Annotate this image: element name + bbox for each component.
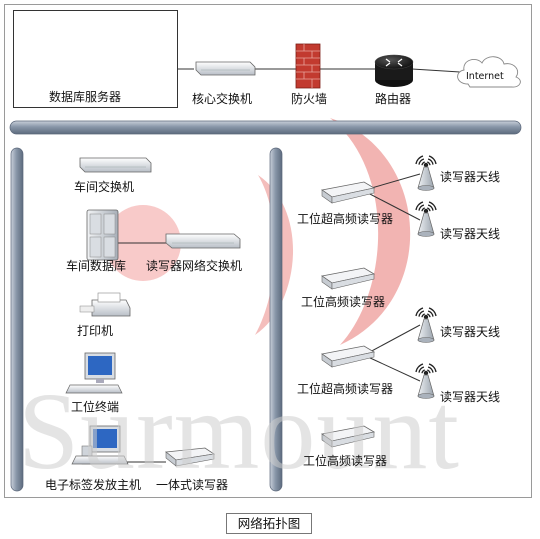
uhf-reader-1-label: 工位超高频读写器 — [297, 212, 394, 226]
internet-cloud-icon — [457, 56, 521, 88]
core-switch-label: 核心交换机 — [192, 92, 253, 106]
reader-switch-label: 读写器网络交换机 — [146, 259, 243, 273]
left-bus — [10, 147, 24, 492]
hf-reader-1-icon — [320, 267, 376, 290]
uhf-reader-1-icon — [320, 181, 376, 204]
uhf-reader-2-icon — [320, 345, 376, 368]
router-icon — [374, 54, 414, 87]
terminal-label: 工位终端 — [71, 400, 120, 414]
workshop-db-label: 车间数据库 — [66, 259, 127, 273]
router-label: 路由器 — [375, 92, 412, 106]
internet-label: Internet — [466, 71, 504, 82]
antenna-3-label: 读写器天线 — [440, 325, 501, 339]
antenna-2-icon — [415, 201, 437, 237]
workshop-switch-label: 车间交换机 — [74, 180, 135, 194]
hf-reader-1-label: 工位高频读写器 — [301, 295, 386, 309]
watermark-text: Surmount — [18, 370, 460, 492]
workshop-switch-icon — [79, 157, 152, 173]
reader-switch-icon — [165, 233, 241, 249]
watermark-red-shapes — [105, 118, 411, 345]
antenna-4-label: 读写器天线 — [440, 390, 501, 404]
firewall-label: 防火墙 — [291, 92, 328, 106]
uhf-reader-2-label: 工位超高频读写器 — [297, 382, 394, 396]
antenna-links — [367, 173, 421, 382]
diagram-caption: 网络拓扑图 — [226, 513, 312, 534]
issuer-host-label: 电子标签发放主机 — [45, 478, 142, 492]
antennas — [415, 155, 437, 399]
antenna-1-label: 读写器天线 — [440, 170, 501, 184]
db-server-box — [13, 10, 178, 108]
integrated-reader-icon — [164, 447, 216, 467]
integrated-reader-label: 一体式读写器 — [156, 478, 229, 492]
core-switch-icon — [195, 61, 256, 76]
issuer-host-icon — [71, 425, 129, 465]
terminal-icon — [65, 352, 123, 394]
antenna-4-icon — [415, 363, 437, 399]
antenna-3-icon — [415, 307, 437, 343]
top-links — [178, 68, 461, 73]
main-bus — [9, 120, 522, 135]
hf-reader-2-icon — [320, 425, 376, 448]
firewall-icon — [295, 43, 321, 89]
antenna-1-icon — [415, 155, 437, 191]
db-server-label: 数据库服务器 — [49, 90, 122, 104]
antenna-2-label: 读写器天线 — [440, 227, 501, 241]
printer-label: 打印机 — [77, 324, 114, 338]
right-bus — [269, 147, 283, 492]
hf-reader-2-label: 工位高频读写器 — [303, 454, 388, 468]
printer-icon — [79, 292, 131, 317]
workshop-db-icon — [86, 209, 119, 261]
